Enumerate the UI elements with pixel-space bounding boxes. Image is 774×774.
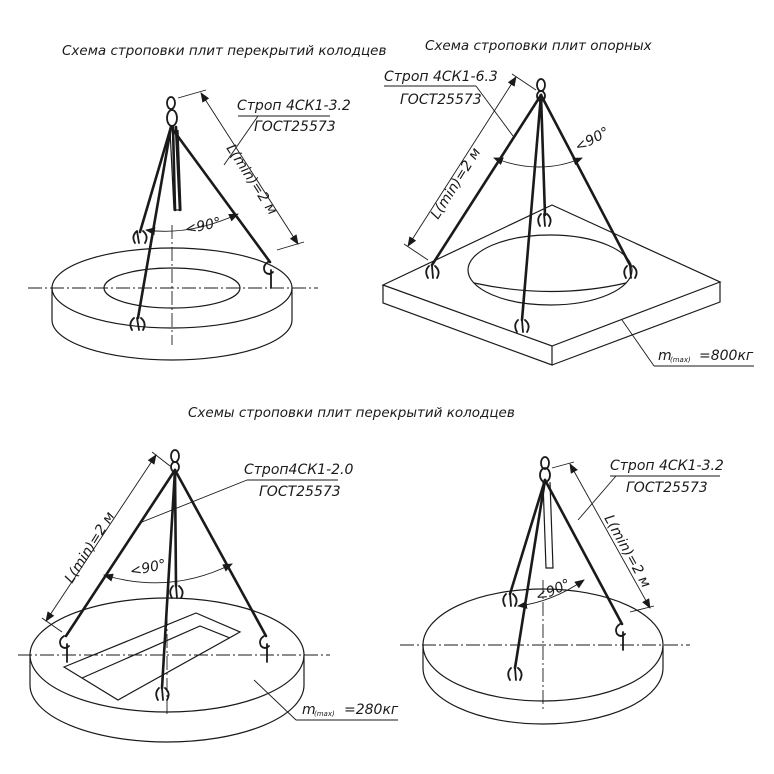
slings-4: [508, 478, 624, 670]
hook-icon: [263, 261, 274, 289]
angle-1: <90°: [145, 213, 239, 238]
mass-sub-2: (max): [670, 356, 691, 364]
sling-callout-2: Строп 4СК1-6.3 ГОСТ25573: [384, 69, 514, 137]
hook-icon: [615, 623, 626, 651]
master-link-2: [536, 78, 546, 102]
master-link-4: [539, 456, 551, 483]
sling-label-3: Строп4СК1-2.0: [244, 462, 353, 478]
mass-value-3: =280кг: [344, 702, 399, 718]
hook-icon: [502, 593, 518, 607]
hook-icon: [425, 265, 440, 279]
hook-icon: [514, 319, 530, 333]
gost-label-2: ГОСТ25573: [400, 92, 482, 108]
gost-label-1: ГОСТ25573: [254, 119, 336, 135]
hook-icon: [129, 317, 146, 331]
hook-icon: [507, 667, 523, 681]
angle-label-2: <90°: [572, 124, 612, 155]
hooks-4: [502, 593, 626, 681]
hooks-2: [425, 213, 638, 333]
sling-label-1: Строп 4СК1-3.2: [237, 98, 351, 114]
hook-icon: [623, 265, 638, 279]
hook-icon: [155, 687, 170, 701]
diagram-2: L(min)=2 м <90° Строп 4СК1-6.3 ГОСТ25573…: [381, 69, 754, 367]
sling-callout-1: Строп 4СК1-3.2 ГОСТ25573: [223, 98, 351, 166]
hook-icon: [59, 635, 70, 663]
diagram-3: L(min)=2 м <90° Строп4СК1-2.0 ГОСТ25573 …: [18, 449, 399, 743]
length-label-3: L(min)=2 м: [62, 509, 119, 586]
dimension-3: L(min)=2 м: [41, 451, 171, 633]
hooks-1: [129, 230, 274, 331]
mass-symbol-3: m: [302, 702, 316, 718]
mass-callout-3: m (max) =280кг: [253, 679, 399, 721]
mass-sub-3: (max): [314, 710, 335, 718]
disc-slab-3: [18, 590, 330, 743]
hook-icon: [537, 213, 552, 227]
sling-label-2: Строп 4СК1-6.3: [384, 69, 498, 85]
sling-callout-4: Строп 4СК1-3.2 ГОСТ25573: [577, 458, 724, 521]
square-slab-2: [381, 204, 722, 366]
gost-label-3: ГОСТ25573: [259, 484, 341, 500]
sling-callout-3: Строп4СК1-2.0 ГОСТ25573: [141, 462, 353, 523]
sling-label-4: Строп 4СК1-3.2: [610, 458, 724, 474]
master-link-1: [166, 96, 178, 127]
master-link-3: [170, 449, 180, 473]
hooks-3: [59, 585, 270, 701]
hook-icon: [169, 585, 184, 599]
angle-label-1: <90°: [184, 215, 223, 238]
length-label-2: L(min)=2 м: [428, 145, 485, 222]
length-label-4: L(min)=2 м: [601, 512, 654, 591]
diagram-4: L(min)=2 м <90° Строп 4СК1-3.2 ГОСТ25573: [400, 456, 724, 725]
gost-label-4: ГОСТ25573: [626, 480, 708, 496]
angle-label-3: <90°: [129, 557, 168, 580]
mass-value-2: =800кг: [699, 348, 754, 364]
title-top-right: Схема строповки плит опорных: [425, 38, 653, 54]
angle-label-4: <90°: [533, 576, 573, 605]
mass-callout-2: m (max) =800кг: [621, 319, 754, 367]
title-bottom: Схемы строповки плит перекрытий колодцев: [188, 405, 515, 421]
angle-3: <90°: [103, 557, 233, 584]
title-top-left: Схема строповки плит перекрытий колодцев: [62, 43, 386, 59]
angle-2: <90°: [493, 124, 612, 168]
length-label-1: L(min)=2 м: [223, 141, 281, 218]
ring-slab-1: [28, 225, 318, 361]
hook-icon: [259, 635, 270, 663]
hook-icon: [132, 230, 148, 244]
diagram-1: L(min)=2 м <90° Строп 4СК1-3.2 ГОСТ25573: [28, 89, 351, 361]
mass-symbol-2: m: [658, 348, 672, 364]
